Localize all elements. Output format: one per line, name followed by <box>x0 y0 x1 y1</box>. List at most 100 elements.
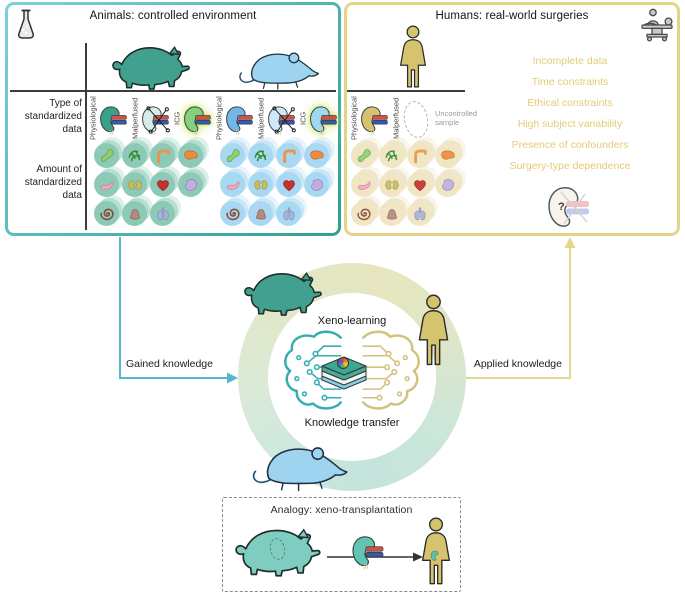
rainbow-dataset-icon <box>337 357 349 369</box>
organ-circle <box>351 172 376 197</box>
pancreas-icon <box>356 177 372 193</box>
organ-circle <box>276 143 301 168</box>
humans-box-title: Humans: real-world surgeries <box>435 10 589 22</box>
spleen-icon <box>309 177 325 193</box>
organ-circle <box>435 172 460 197</box>
bowel-icon <box>99 206 115 222</box>
bowel-icon <box>356 206 372 222</box>
mesentery-icon <box>127 148 143 164</box>
pig-physiological-column: Physiological <box>88 93 129 143</box>
kidney-icg-icon <box>182 97 213 143</box>
organ-circle <box>407 143 432 168</box>
pancreas-icon <box>225 177 241 193</box>
liver-icon <box>309 148 325 164</box>
kidneys-icon <box>384 177 400 193</box>
organ-circle <box>94 143 119 168</box>
kidney-icg-icon <box>308 97 339 143</box>
physiological-label: Physiological <box>88 96 98 140</box>
organ-circle <box>379 172 404 197</box>
knowledge-transfer-label: Knowledge transfer <box>304 417 400 429</box>
kidneys-icon <box>127 177 143 193</box>
analogy-title: Analogy: xeno-transplantation <box>270 504 413 516</box>
applied-knowledge-label: Applied knowledge <box>473 358 562 370</box>
organ-circle <box>122 143 147 168</box>
icg-label: ICG <box>298 111 308 125</box>
implanted-kidney-icon <box>430 549 442 563</box>
mouse-data-types: Physiological Malperfused ICG <box>214 93 339 143</box>
organ-circle <box>122 172 147 197</box>
table-divider-line <box>85 43 87 230</box>
organ-circle <box>150 201 175 226</box>
kidneys-icon <box>253 177 269 193</box>
humans-box: Humans: real-world surgeries Physiologic… <box>344 2 680 236</box>
animals-box-title: Animals: controlled environment <box>89 10 257 22</box>
icg-label: ICG <box>172 111 182 125</box>
organ-circle <box>304 172 329 197</box>
liver-icon <box>440 148 456 164</box>
animals-box: Animals: controlled environment Type of … <box>5 2 341 236</box>
organ-circle <box>220 172 245 197</box>
mouse-icg-column: ICG <box>298 93 339 143</box>
xeno-learning-label: Xeno-learning <box>317 315 387 327</box>
malperfused-label: Malperfused <box>391 97 401 139</box>
organ-circle <box>351 143 376 168</box>
organ-circle <box>351 201 376 226</box>
pig-amount-grid <box>94 143 206 230</box>
kidney-physiological-icon <box>98 97 129 143</box>
bowel-icon <box>225 206 241 222</box>
spleen-icon <box>440 177 456 193</box>
mouse-amount-grid <box>220 143 332 230</box>
kidney-physiological-icon <box>224 97 255 143</box>
organ-circle <box>178 143 203 168</box>
physiological-label: Physiological <box>349 96 359 140</box>
organ-circle <box>122 201 147 226</box>
kidney-physiological-icon <box>359 97 390 143</box>
heart-icon <box>412 177 428 193</box>
surgery-table-icon <box>640 6 674 42</box>
constraints-list: Incomplete data Time constraints Ethical… <box>465 51 675 177</box>
lung-icon <box>155 206 171 222</box>
constraint-item: Presence of confounders <box>511 139 629 151</box>
organ-circle <box>276 172 301 197</box>
organ-circle <box>248 172 273 197</box>
human-amount-grid <box>351 143 463 230</box>
constraint-item: Incomplete data <box>532 55 608 67</box>
lung-icon <box>412 206 428 222</box>
row-label-amount: Amount of standardized data <box>24 164 82 201</box>
mouse-icon <box>224 49 334 92</box>
bladder-icon <box>253 206 269 222</box>
stomach-icon <box>225 148 241 164</box>
pancreas-icon <box>99 177 115 193</box>
organ-circle <box>94 201 119 226</box>
human-malperfused-column: Malperfused <box>391 93 432 143</box>
mesentery-icon <box>384 148 400 164</box>
analogy-box: Analogy: xeno-transplantation <box>222 497 461 592</box>
organ-circle <box>150 172 175 197</box>
organ-circle <box>220 143 245 168</box>
organ-circle <box>304 143 329 168</box>
table-header-line <box>347 90 465 92</box>
liver-icon <box>183 148 199 164</box>
kidney-malperfused-icon <box>266 97 297 143</box>
mesentery-icon <box>253 148 269 164</box>
brain-right-icon <box>359 329 421 413</box>
heart-icon <box>155 177 171 193</box>
organ-circle <box>379 143 404 168</box>
pig-icg-column: ICG <box>172 93 213 143</box>
constraint-item: High subject variability <box>517 118 623 130</box>
stomach-icon <box>356 148 372 164</box>
organ-circle <box>435 143 460 168</box>
table-header-line <box>10 90 336 92</box>
lung-icon <box>281 206 297 222</box>
organ-circle <box>220 201 245 226</box>
mouse-malperfused-column: Malperfused <box>256 93 297 143</box>
pig-malperfused-column: Malperfused <box>130 93 171 143</box>
stomach-icon <box>99 148 115 164</box>
transplant-kidney-icon <box>350 529 386 575</box>
organ-circle <box>94 172 119 197</box>
mouse-physiological-column: Physiological <box>214 93 255 143</box>
organ-circle <box>248 201 273 226</box>
constraint-item: Surgery-type dependence <box>509 160 631 172</box>
constraint-item: Time constraints <box>531 76 609 88</box>
